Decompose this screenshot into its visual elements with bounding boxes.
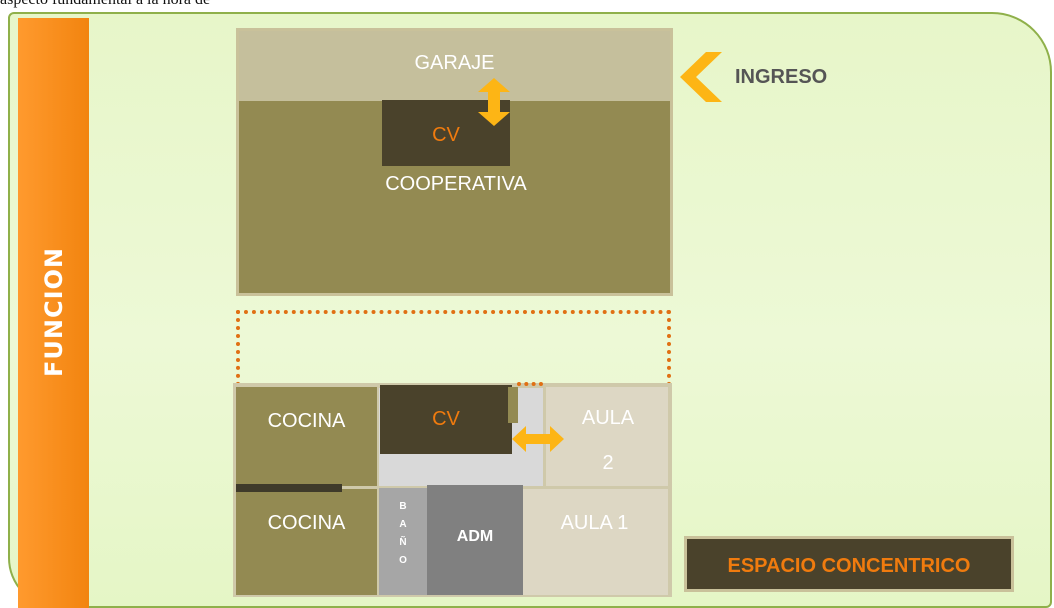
- classroom-1-room: [521, 489, 668, 595]
- bathroom-letter-b: B: [399, 501, 407, 512]
- vertical-double-arrow-icon: [478, 78, 510, 126]
- cv-lower-label: CV: [432, 408, 460, 430]
- chevron-left-icon: [680, 52, 722, 102]
- legend-box: ESPACIO CONCENTRICO: [684, 536, 1014, 592]
- kitchen-top-label: COCINA: [267, 410, 346, 432]
- dotted-connector: [517, 382, 543, 386]
- classroom-2-label-line1: AULA: [581, 407, 635, 429]
- intro-text: aspecto fundamental a la hora de: [0, 0, 210, 9]
- side-bar: [18, 18, 89, 608]
- bathroom-room: B A Ñ O: [379, 488, 427, 595]
- admin-label: ADM: [456, 528, 494, 545]
- bathroom-letter-a: A: [399, 519, 407, 530]
- cv-lower-post: [508, 387, 518, 423]
- kitchen-bottom-label: COCINA: [267, 512, 346, 534]
- classroom-2-room: [546, 387, 668, 486]
- classroom-1-label: AULA 1: [560, 512, 629, 534]
- bathroom-letter-o: O: [399, 555, 407, 566]
- kitchen-divider: [236, 484, 342, 492]
- bathroom-letter-n: Ñ: [399, 537, 407, 548]
- kitchen-top-room: [236, 387, 377, 486]
- kitchen-bottom-room: [236, 489, 377, 595]
- cv-lower-block: [380, 385, 512, 454]
- entrance-label: INGRESO: [735, 66, 828, 88]
- garage-label: GARAJE: [414, 52, 495, 74]
- dotted-open-space: [236, 310, 671, 386]
- cooperative-label: COOPERATIVA: [385, 173, 527, 195]
- cv-top-label: CV: [432, 124, 460, 146]
- side-bar-title: FUNCION: [40, 247, 68, 377]
- garage-block: [239, 31, 670, 101]
- horizontal-double-arrow-icon: [512, 426, 564, 452]
- admin-room: [427, 485, 523, 595]
- legend-label: ESPACIO CONCENTRICO: [727, 555, 971, 577]
- classroom-2-label-line2: 2: [602, 452, 614, 474]
